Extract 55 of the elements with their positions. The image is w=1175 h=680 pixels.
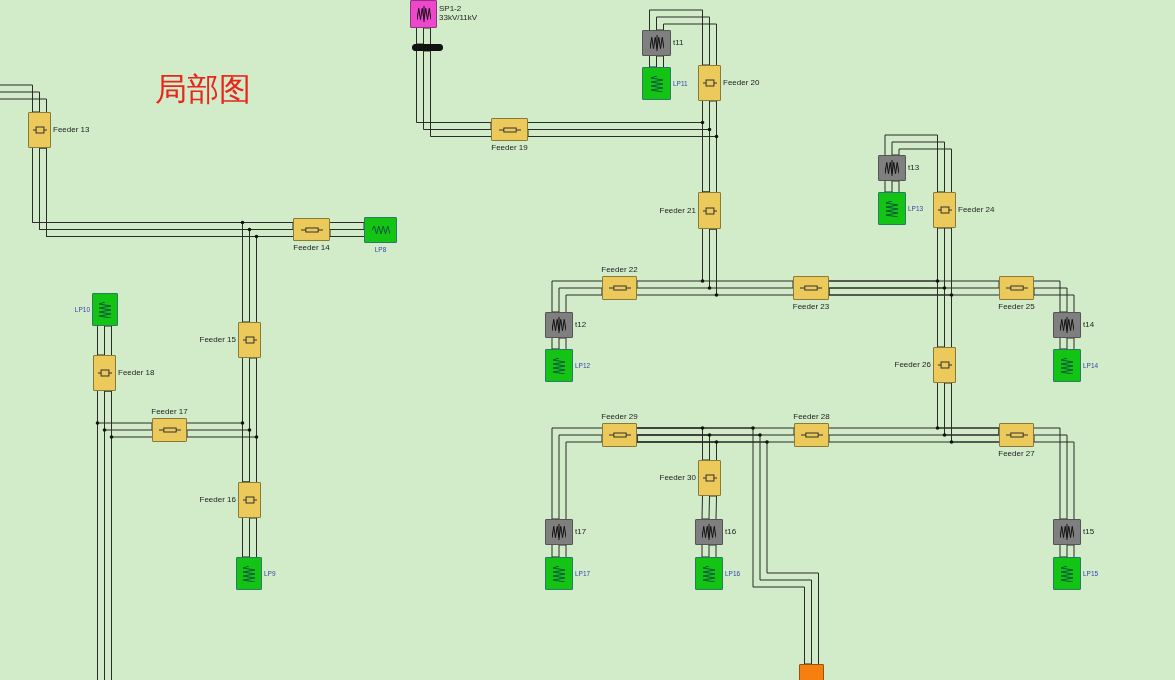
wire (551, 337, 567, 350)
wire (1033, 280, 1075, 313)
wire (97, 325, 112, 356)
block-label: t12 (575, 320, 587, 329)
wire (416, 50, 492, 137)
title: 局部图 (155, 70, 251, 108)
block-label: Feeder 28 (793, 412, 830, 421)
wire (1059, 337, 1075, 350)
block-label: Feeder 23 (792, 302, 830, 311)
block-label: Feeder 18 (118, 368, 155, 377)
block-label: Feeder 24 (958, 205, 995, 214)
wire (649, 9, 717, 66)
block-label: Feeder 15 (199, 335, 236, 344)
wire (884, 180, 900, 193)
block-label: Feeder 20 (723, 78, 760, 87)
wire (551, 544, 567, 558)
wire (701, 544, 717, 558)
block-label: t15 (1083, 527, 1095, 536)
block-label: Feeder 21 (659, 205, 696, 215)
block-label: Feeder 16 (199, 495, 236, 504)
block-label: t14 (1083, 320, 1095, 329)
wire (702, 100, 717, 193)
wire (884, 134, 952, 193)
wire (828, 427, 1000, 443)
block-label: t11 (673, 38, 684, 47)
block-label: Feeder 19 (491, 143, 528, 152)
wire (636, 427, 819, 665)
wire (551, 280, 603, 313)
busbar (412, 44, 443, 51)
wire (828, 227, 952, 296)
wire (701, 495, 717, 520)
block-label: Feeder 30 (659, 473, 696, 482)
block-label: Feeder 14 (293, 243, 330, 252)
block-label: SP1-2 (439, 4, 462, 13)
block (799, 664, 824, 680)
block-label: Feeder 29 (601, 412, 638, 421)
block-label: t13 (908, 163, 920, 172)
wire (649, 55, 664, 68)
block-label: Feeder 22 (601, 265, 638, 274)
block-label: Feeder 17 (151, 407, 188, 416)
block-label: Feeder 26 (894, 360, 931, 369)
block-label: 33kV/11kV (439, 13, 478, 22)
wire (1033, 427, 1075, 520)
wire (242, 517, 257, 558)
block-label: Feeder 25 (998, 302, 1035, 311)
wire (551, 427, 603, 520)
wire (416, 27, 431, 45)
block-label: t17 (575, 527, 587, 536)
block-label: Feeder 27 (998, 449, 1035, 458)
wire (1059, 544, 1075, 558)
wire (329, 222, 365, 237)
block-label: Feeder 13 (53, 125, 90, 134)
block-label: t16 (725, 527, 737, 536)
wire (937, 227, 952, 348)
wire (0, 84, 47, 113)
